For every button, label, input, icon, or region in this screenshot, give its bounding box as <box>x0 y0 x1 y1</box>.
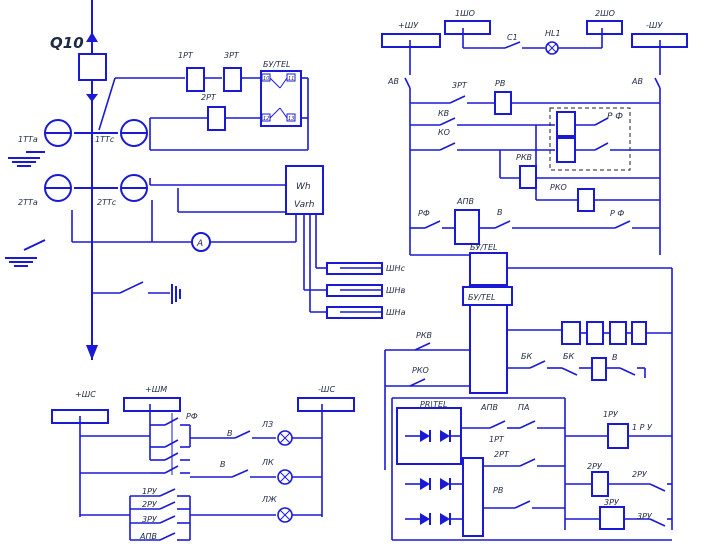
lamp-lzh-label: ЛЖ <box>261 495 277 504</box>
ru3-label: 3РУ <box>637 512 653 521</box>
sig-ru1-label: 1РУ <box>142 487 158 496</box>
minus-shs-label: -ШС <box>318 385 335 394</box>
rf-left-label: РФ <box>418 209 430 218</box>
meter-wh-label: Wh <box>296 182 311 192</box>
meter-varh-label: Varh <box>294 200 315 210</box>
rko2-label: РКО <box>412 366 429 375</box>
sig-v2-label: В <box>220 460 226 469</box>
hl1-label: HL1 <box>545 29 561 38</box>
breaker-label: Q10 <box>50 34 84 52</box>
minus-shu-label: -ШУ <box>646 21 663 30</box>
rko-label: РКО <box>550 183 567 192</box>
rt1-label: 1РТ <box>489 435 505 444</box>
ru3-coil-label: 3РУ <box>604 498 620 507</box>
lamp-lz-label: ЛЗ <box>261 420 273 429</box>
bus-2sho <box>586 20 623 35</box>
bu-tel-block <box>260 70 302 127</box>
kv-label: КВ <box>438 109 449 118</box>
signal-circuit: +ШС +ШМ -ШС РФ В ЛЗ <box>51 385 355 541</box>
relay-2rt-label: 2РТ <box>201 93 217 102</box>
rt3-label: 3РТ <box>452 81 468 90</box>
plus-shu-label: +ШУ <box>398 21 419 30</box>
bu-tel-block-1 <box>469 252 508 286</box>
ru2-coil-label: 2РУ <box>587 462 603 471</box>
pa-label: ПА <box>518 403 530 412</box>
rv-label: РВ <box>495 79 505 88</box>
svg-text:10: 10 <box>263 76 269 82</box>
sho2-label: 2ШО <box>595 9 615 18</box>
rf-label: Р Ф <box>607 112 623 122</box>
sig-apv-label: АПВ <box>139 532 157 541</box>
bus-shna-label: ШНа <box>386 308 406 317</box>
rv2-label: РВ <box>493 486 503 495</box>
bu-tel-1-label: БУ/TEL <box>470 243 497 252</box>
relay-3rt-label: 3РТ <box>224 51 240 60</box>
ct-1tta-label: 1ТТа <box>18 135 38 144</box>
apv-label: АПВ <box>456 197 474 206</box>
ko-label: КО <box>438 128 450 137</box>
power-circuit: Q10 1ТТа 1ТТс 2ТТа 2ТТс <box>5 0 406 360</box>
energy-meter <box>285 165 324 215</box>
bk2-label: БК <box>563 352 574 361</box>
plus-shs-label: +ШС <box>75 390 96 399</box>
sig-rf-label: РФ <box>186 412 198 421</box>
ct-2tta-label: 2ТТа <box>18 198 38 207</box>
bu-tel-block-3 <box>469 304 508 394</box>
ct-1ttc-label: 1ТТс <box>95 135 115 144</box>
bus-1sho <box>444 20 491 35</box>
apv2-label: АПВ <box>480 403 498 412</box>
plus-shm-label: +ШМ <box>145 385 167 394</box>
rkv-label: РКВ <box>516 153 532 162</box>
bus-plus-shm <box>123 397 181 412</box>
svg-text:11: 11 <box>288 76 294 82</box>
ct-2ttc-label: 2ТТс <box>97 198 117 207</box>
av-right-label: АВ <box>631 77 643 86</box>
ground-icon <box>8 151 45 167</box>
sig-v1-label: В <box>227 429 233 438</box>
av-left-label: АВ <box>387 77 399 86</box>
bus-shnc-label: ШНс <box>386 264 406 273</box>
apv-block <box>454 209 480 245</box>
bu-tel-label: БУ/TEL <box>263 60 290 69</box>
bu-tel-2-label: БУ/TEL <box>468 293 495 302</box>
bus-minus-shs <box>297 397 355 412</box>
rkv2-label: РКВ <box>416 331 432 340</box>
rt2-label: 2РТ <box>494 450 510 459</box>
sho1-label: 1ШО <box>455 9 475 18</box>
bus-shnv-label: ШНв <box>386 286 406 295</box>
ru1-label: 1 Р У <box>632 423 653 432</box>
rf-right-label: Р Ф <box>610 209 624 218</box>
relay-1rt-label: 1РТ <box>178 51 194 60</box>
sig-ru3-label: 3РУ <box>142 515 158 524</box>
rt-block <box>462 457 484 537</box>
ru2-label: 2РУ <box>632 470 648 479</box>
svg-text:13: 13 <box>288 116 294 122</box>
relay-rf-box <box>549 107 631 171</box>
breaker-q10-box <box>78 53 107 81</box>
v2-label: В <box>612 353 618 362</box>
pr-tel-label: PR|TEL <box>420 400 447 409</box>
sig-ru2-label: 2РУ <box>142 500 158 509</box>
svg-text:12: 12 <box>263 116 269 122</box>
control-circuit: +ШУ 1ШО 2ШО -ШУ С1 HL1 АВ АВ 3РТ РВ <box>381 9 688 541</box>
bk1-label: БК <box>521 352 532 361</box>
s1-label: С1 <box>507 33 518 42</box>
lamp-lk-label: ЛК <box>261 458 274 467</box>
ru1-coil-label: 1РУ <box>603 410 619 419</box>
v-label: В <box>497 208 503 217</box>
ammeter-label: A <box>196 239 203 249</box>
bus-plus-shu <box>381 33 441 48</box>
ground-icon <box>5 239 46 267</box>
